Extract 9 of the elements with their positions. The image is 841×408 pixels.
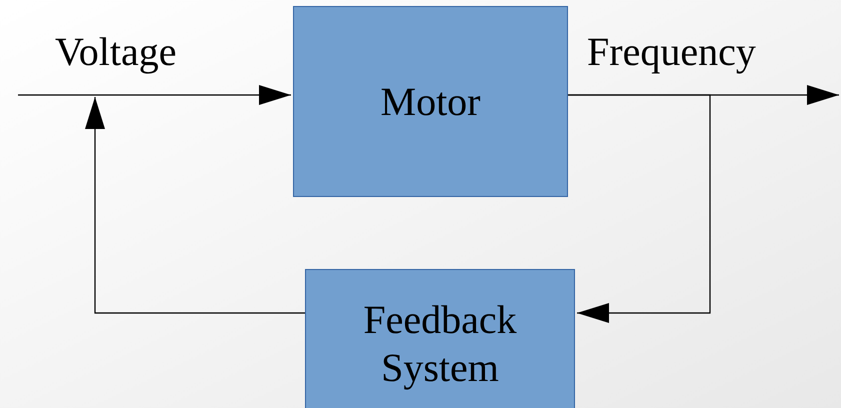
- process-box: [305, 269, 575, 408]
- arrow: [18, 85, 291, 105]
- edge-label: Voltage: [55, 28, 176, 76]
- box-label: Motor: [380, 78, 480, 126]
- process-box: [293, 6, 568, 197]
- box-label: Feedback System: [362, 296, 518, 392]
- edge-label: Frequency: [587, 28, 756, 76]
- arrow: [85, 97, 305, 314]
- arrow: [568, 94, 711, 323]
